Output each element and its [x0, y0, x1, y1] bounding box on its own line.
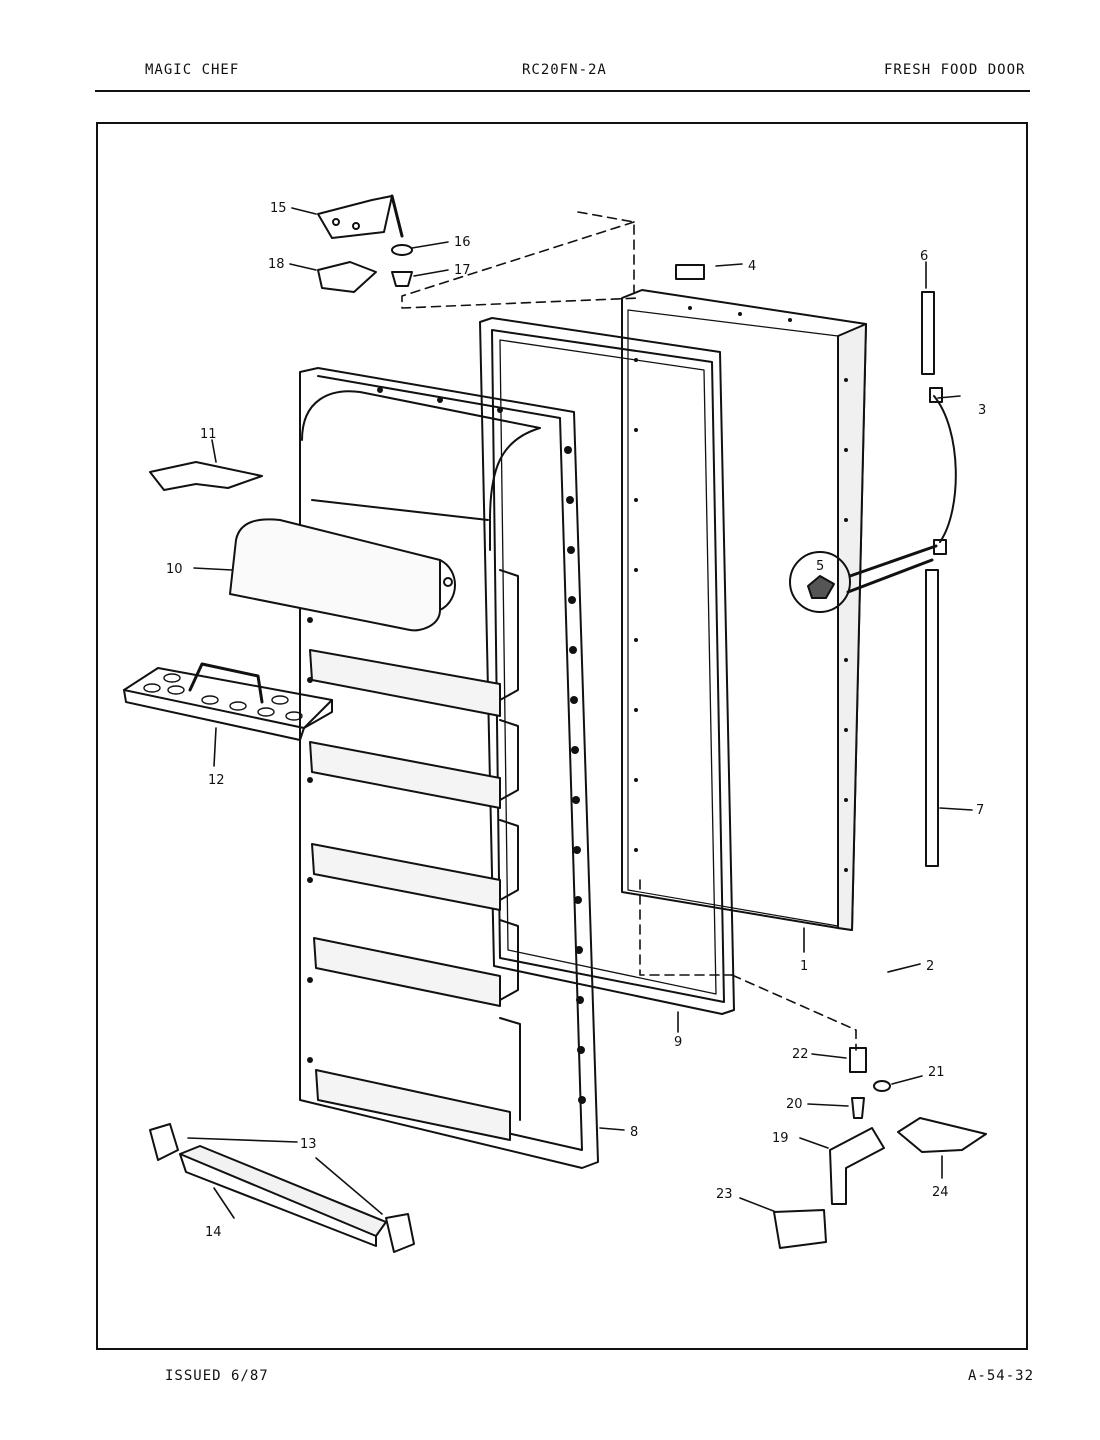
callout-11: 11 — [200, 427, 217, 442]
header-rule — [95, 90, 1030, 92]
callout-13: 13 — [300, 1137, 317, 1152]
page-code: A-54-32 — [968, 1368, 1035, 1384]
callout-12: 12 — [208, 773, 225, 788]
door-panel-icon — [621, 289, 867, 931]
callout-19: 19 — [772, 1131, 789, 1146]
callout-17: 17 — [454, 263, 471, 278]
callout-15: 15 — [270, 201, 287, 216]
callout-7: 7 — [976, 803, 984, 818]
callout-4: 4 — [748, 259, 756, 274]
callout-8: 8 — [630, 1125, 638, 1140]
dairy-door-icon — [229, 518, 456, 632]
top-hinge-icon — [317, 194, 413, 293]
section-title: FRESH FOOD DOOR — [884, 62, 1026, 78]
liner-icon — [299, 367, 599, 1169]
callout-6: 6 — [920, 249, 928, 264]
leader-lines — [187, 207, 973, 1219]
brand-label: MAGIC CHEF — [145, 62, 240, 78]
callout-3: 3 — [978, 403, 986, 418]
callout-2: 2 — [926, 959, 934, 974]
egg-tray-icon — [123, 662, 333, 741]
diagram-frame — [96, 122, 1028, 1350]
label-icon — [675, 264, 705, 280]
callout-10: 10 — [166, 562, 183, 577]
callout-24: 24 — [932, 1185, 949, 1200]
callout-20: 20 — [786, 1097, 803, 1112]
callout-18: 18 — [268, 257, 285, 272]
callout-1: 1 — [800, 959, 808, 974]
model-number: RC20FN-2A — [522, 62, 607, 78]
alignment-dashes — [401, 211, 857, 1051]
callout-9: 9 — [674, 1035, 682, 1050]
trim-strips-icon — [921, 291, 957, 867]
issued-date: ISSUED 6/87 — [165, 1368, 269, 1384]
bottom-hinge-icon — [773, 1047, 987, 1249]
callout-16: 16 — [454, 235, 471, 250]
gasket-icon — [479, 317, 735, 1015]
callout-5: 5 — [816, 559, 824, 574]
door-handle-icon — [149, 1123, 415, 1253]
panel-screw-holes — [634, 306, 848, 872]
callout-23: 23 — [716, 1187, 733, 1202]
butter-tray-icon — [149, 461, 263, 491]
callout-14: 14 — [205, 1225, 222, 1240]
detail-callout-5 — [789, 544, 938, 613]
callout-22: 22 — [792, 1047, 809, 1062]
callout-21: 21 — [928, 1065, 945, 1080]
